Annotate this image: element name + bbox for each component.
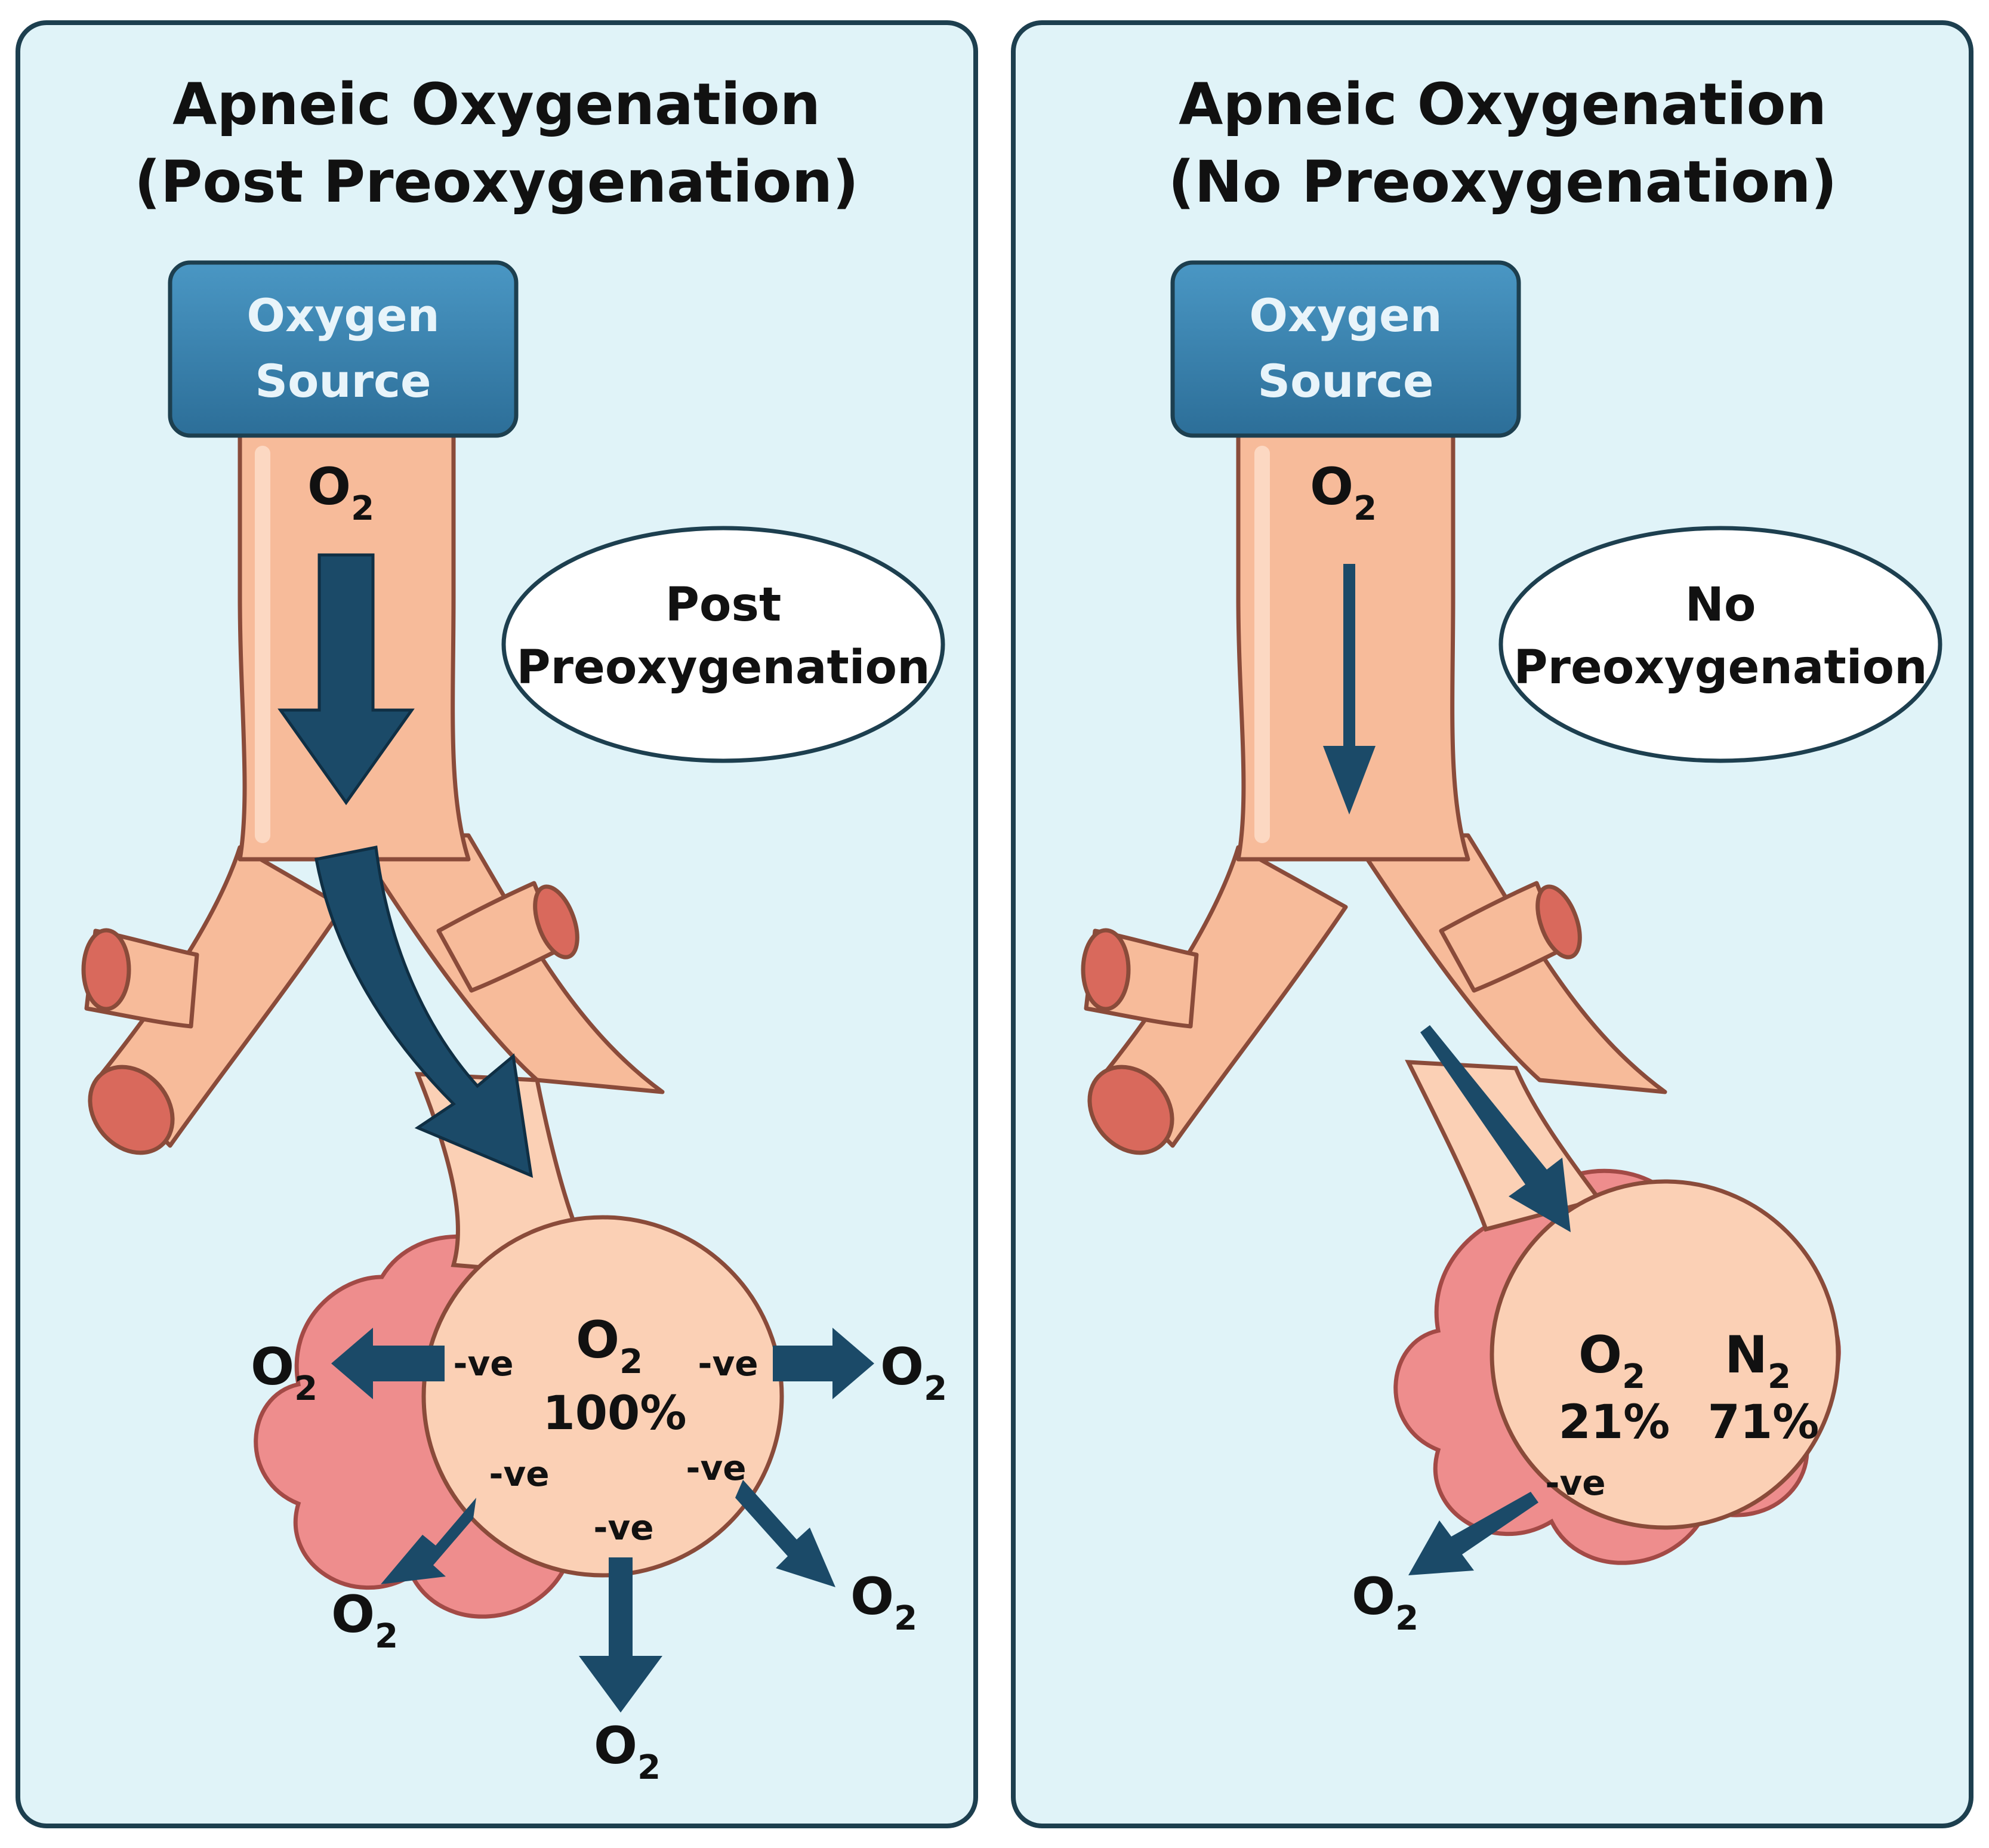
outflow-o2-right: O2 — [880, 1337, 947, 1408]
outflow-arrow-left — [331, 1328, 445, 1399]
alveolus-lumen — [421, 1215, 784, 1578]
status-line2: Preoxygenation — [1513, 641, 1927, 695]
alveolus-lumen — [1490, 1179, 1840, 1530]
left-lower-opening — [88, 1065, 175, 1155]
negative-pressure-labels: -ve -ve -ve -ve -ve — [453, 1343, 758, 1548]
pressure-label-lower-left: -ve — [489, 1454, 549, 1494]
panel-title-line1: Apneic Oxygenation — [172, 71, 821, 138]
alveolus-o2-percent: 100% — [543, 1387, 687, 1440]
oxygen-source-box — [168, 260, 519, 438]
inflow-gas-label: O2 — [307, 457, 374, 528]
outflow-arrow-bottom — [579, 1557, 662, 1713]
left-bronchus — [99, 845, 346, 1148]
oxygen-source-line2: Source — [1257, 354, 1433, 408]
inflow-arrow-straight — [277, 553, 415, 806]
oxygen-source-box — [1170, 260, 1521, 438]
outflow-arrow-lower-left — [1408, 1492, 1538, 1575]
outflow-o2-lower-left: O2 — [331, 1585, 398, 1656]
oxygen-source-line1: Oxygen — [1249, 289, 1442, 342]
alveolus — [254, 1072, 784, 1619]
outflow-gas-labels: O2 O2 O2 O2 O2 — [251, 1337, 947, 1787]
status-ellipse — [1498, 526, 1942, 763]
alveolus-o2-percent: 21% — [1559, 1396, 1670, 1449]
oxygen-source-line2: Source — [255, 354, 431, 408]
inflow-gas-label: O2 — [1310, 457, 1377, 528]
left-lower-opening — [1087, 1065, 1174, 1155]
panel-post-preoxygenation: Apneic Oxygenation (Post Preoxygenation)… — [16, 20, 978, 1828]
inflow-arrow-straight — [1323, 564, 1376, 815]
left-upper-opening — [1081, 928, 1131, 1011]
status-label-post-preoxygenation: Post Preoxygenation — [501, 526, 945, 763]
pressure-label-lower-right: -ve — [686, 1448, 746, 1488]
outflow-o2-left: O2 — [251, 1337, 317, 1408]
outflow-o2-lower-left: O2 — [1352, 1567, 1418, 1638]
left-upper-opening — [81, 928, 131, 1011]
right-upper-opening — [1535, 884, 1582, 960]
inflow-arrow-curved — [314, 846, 534, 1178]
inflow-arrow-diagonal — [1420, 1025, 1571, 1232]
outflow-arrow-lower-left — [381, 1498, 476, 1584]
alveolus-gas-o2: O2 — [1578, 1325, 1645, 1396]
pressure-label-left: -ve — [453, 1343, 513, 1384]
status-line1: No — [1685, 578, 1756, 632]
alveolus-n2-percent: 71% — [1708, 1396, 1820, 1449]
panel-title-line2: (Post Preoxygenation) — [134, 149, 859, 215]
pressure-label-right: -ve — [698, 1343, 758, 1384]
pressure-label-lower-left: -ve — [1545, 1463, 1605, 1503]
outflow-o2-lower-right: O2 — [850, 1567, 917, 1638]
status-ellipse — [501, 526, 945, 763]
oxygen-source: Oxygen Source — [1170, 260, 1521, 438]
right-upper-opening — [533, 884, 579, 960]
outflow-arrow-right — [773, 1328, 874, 1399]
panel-title-line2: (No Preoxygenation) — [1168, 149, 1837, 215]
status-line2: Preoxygenation — [516, 641, 930, 695]
status-label-no-preoxygenation: No Preoxygenation — [1498, 526, 1942, 763]
status-line1: Post — [665, 578, 781, 632]
oxygen-source: Oxygen Source — [168, 260, 519, 438]
outflow-o2-bottom: O2 — [594, 1716, 661, 1787]
outflow-arrow-lower-right — [735, 1480, 835, 1587]
panel-title-line1: Apneic Oxygenation — [1179, 71, 1827, 138]
alveolus-gas-n2: N2 — [1725, 1325, 1791, 1396]
alveolus-gas-o2: O2 — [576, 1310, 643, 1381]
pressure-label-bottom: -ve — [593, 1507, 653, 1548]
oxygen-source-line1: Oxygen — [246, 289, 439, 342]
left-bronchus — [1102, 845, 1348, 1148]
outflow-arrows — [331, 1328, 874, 1713]
panel-no-preoxygenation: Apneic Oxygenation (No Preoxygenation) O… — [1011, 20, 1973, 1828]
